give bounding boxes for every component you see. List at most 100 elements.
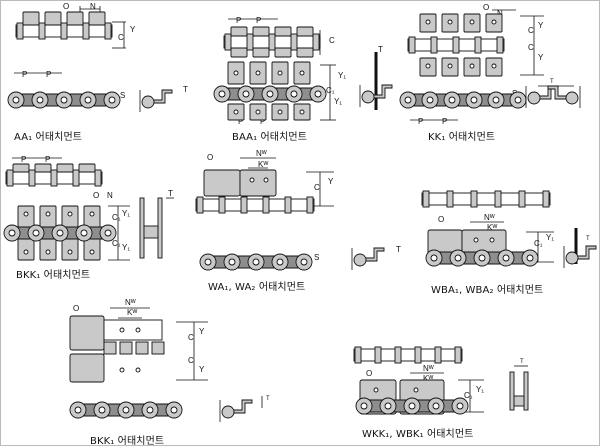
pin <box>478 254 486 262</box>
dimension-label-p: P <box>442 117 447 126</box>
caption-wba: WBA₁, WBA₂ 어태치먼트 <box>431 285 544 296</box>
plate-hole <box>373 387 379 393</box>
kk1-side <box>399 91 527 109</box>
plate-hole <box>473 237 479 243</box>
chain-body <box>421 192 551 206</box>
dimension-label-kw: Kᵂ <box>423 374 433 383</box>
plate-hole <box>299 70 305 76</box>
pin-end <box>518 190 526 208</box>
attachment-plate <box>44 11 62 26</box>
attachment-bracket <box>547 85 569 100</box>
pin <box>430 254 438 262</box>
plate-hole <box>45 211 51 217</box>
pin <box>204 258 212 266</box>
plate-hole <box>277 109 283 115</box>
pin-end <box>224 33 232 51</box>
pin <box>104 229 112 237</box>
pin <box>492 96 500 104</box>
roller <box>513 395 525 407</box>
pin <box>170 406 178 414</box>
dimension-label-y1: Y₁ <box>476 385 484 394</box>
dimension-label-p: P <box>22 70 27 79</box>
pin <box>84 96 92 104</box>
attachment-bracket <box>363 247 385 262</box>
pin-end <box>290 33 298 51</box>
pin-end <box>82 22 90 40</box>
pin <box>146 406 154 414</box>
pin-end <box>218 196 226 214</box>
pin-end <box>94 169 102 187</box>
dimension-label-t: T <box>168 189 173 198</box>
dimension-label-p: P <box>238 117 243 126</box>
pin-end <box>434 346 442 364</box>
dimension-label-c: C <box>528 43 534 52</box>
caption-bkk1-top: BKK₁ 어태치먼트 <box>16 270 91 281</box>
dimension-label-o: O <box>207 153 213 162</box>
pin <box>300 258 308 266</box>
aa1-top <box>15 11 113 40</box>
attachment-plate <box>139 197 145 259</box>
attachment-plate <box>509 371 515 411</box>
dimension-label-s: S <box>314 253 319 262</box>
pin-end <box>354 346 362 364</box>
dimension-label-nw: Nᵂ <box>125 298 136 307</box>
attachment-plate <box>296 47 314 58</box>
roller <box>103 341 117 355</box>
dimension-label-kw: Kᵂ <box>487 223 497 232</box>
wa-chain <box>195 196 315 214</box>
dimension-label-o: O <box>366 369 372 378</box>
plate-hole <box>119 327 125 333</box>
dimension-label-p: P <box>256 16 261 25</box>
dimension-label-y1: Y₁ <box>334 97 342 106</box>
wbk-chain <box>355 397 469 415</box>
pin <box>74 406 82 414</box>
pin <box>454 254 462 262</box>
wba-top <box>421 190 551 208</box>
dimension-label-kw: Kᵂ <box>258 160 268 169</box>
baa1-side <box>227 61 311 121</box>
dimension-label-p: P <box>260 117 265 126</box>
pin-end <box>394 346 402 364</box>
roller <box>221 405 235 419</box>
plate-hole <box>277 70 283 76</box>
pin <box>514 96 522 104</box>
dimension-label-c: C <box>314 183 320 192</box>
pin <box>108 96 116 104</box>
plate-hole <box>263 177 269 183</box>
pin-end <box>374 346 382 364</box>
attachment-bracket <box>231 399 253 414</box>
pin-end <box>28 169 36 187</box>
pin-end <box>284 196 292 214</box>
pin <box>408 402 416 410</box>
dimension-label-o: O <box>438 215 444 224</box>
pin <box>98 406 106 414</box>
pin <box>470 96 478 104</box>
bkk1-top-chain <box>3 224 117 242</box>
attachment-plate <box>274 47 292 58</box>
dimension-label-kw: Kᵂ <box>127 308 137 317</box>
pin-end <box>6 169 14 187</box>
plate-hole <box>255 70 261 76</box>
pin <box>218 90 226 98</box>
pin <box>228 258 236 266</box>
dimension-label-y1: Y₁ <box>546 233 554 242</box>
pin <box>456 402 464 410</box>
dimension-label-y1: Y₁ <box>338 71 346 80</box>
dimension-label-c: C <box>528 26 534 35</box>
dimension-label-p: P <box>45 155 50 164</box>
pin-end <box>196 196 204 214</box>
plate-hole <box>67 249 73 255</box>
pin <box>266 90 274 98</box>
wba-side <box>427 229 507 255</box>
attachment-plate <box>157 197 163 259</box>
dimension-label-c: C <box>188 356 194 365</box>
dimension-label-s: S <box>120 91 125 100</box>
pin <box>290 90 298 98</box>
pin <box>526 254 534 262</box>
baa1-top <box>223 26 321 58</box>
attachment-bracket <box>575 245 597 260</box>
pin <box>276 258 284 266</box>
